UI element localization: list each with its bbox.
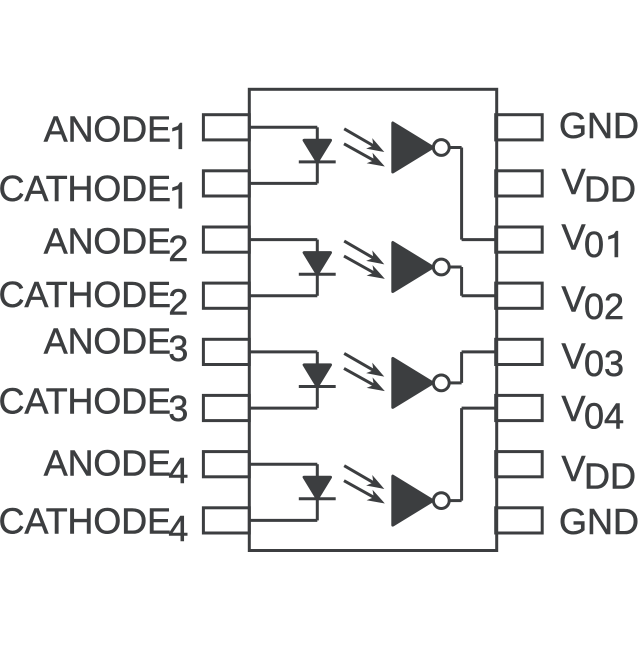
svg-text:03: 03: [584, 343, 624, 384]
svg-text:V: V: [562, 448, 586, 489]
svg-text:04: 04: [584, 395, 624, 436]
svg-text:V: V: [562, 335, 586, 376]
svg-text:2: 2: [168, 229, 188, 269]
svg-text:4: 4: [168, 451, 188, 491]
svg-text:GND: GND: [559, 105, 639, 146]
svg-text:V: V: [562, 388, 586, 429]
svg-text:GND: GND: [559, 501, 639, 542]
svg-text:DD: DD: [584, 456, 636, 497]
svg-text:3: 3: [168, 329, 188, 369]
svg-text:0: 0: [584, 224, 604, 265]
svg-text:3: 3: [168, 389, 188, 429]
svg-text:CATHODE: CATHODE: [0, 502, 171, 542]
svg-text:CATHODE: CATHODE: [0, 275, 171, 315]
svg-text:CATHODE: CATHODE: [0, 169, 171, 209]
svg-text:ANODE: ANODE: [44, 221, 171, 261]
svg-text:ANODE: ANODE: [44, 109, 171, 149]
svg-text:4: 4: [168, 509, 188, 549]
svg-text:V: V: [562, 279, 586, 320]
svg-text:2: 2: [168, 283, 188, 323]
svg-text:V: V: [562, 217, 586, 258]
svg-text:ANODE: ANODE: [44, 443, 171, 483]
svg-text:ANODE: ANODE: [44, 322, 171, 362]
svg-text:CATHODE: CATHODE: [0, 382, 171, 422]
svg-text:DD: DD: [584, 169, 636, 210]
svg-text:02: 02: [584, 286, 624, 327]
svg-text:V: V: [562, 161, 586, 202]
